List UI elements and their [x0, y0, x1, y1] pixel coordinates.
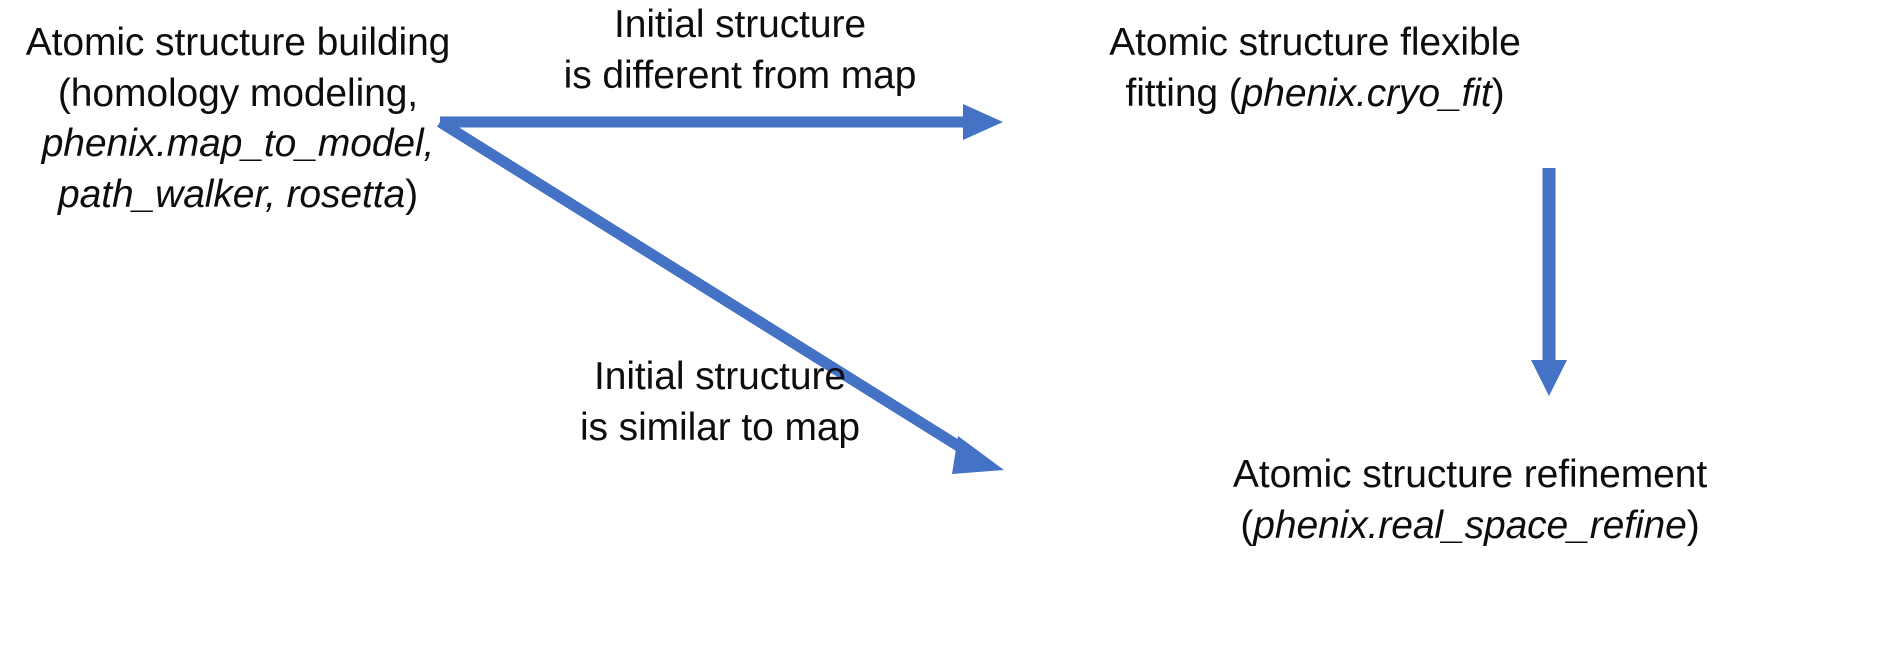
- arrow-fitting-to-refinement: [1531, 168, 1567, 396]
- node-refinement-line2-italic: phenix.real_space_refine: [1253, 503, 1687, 547]
- node-fitting-line2-italic: phenix.cryo_fit: [1241, 71, 1492, 115]
- node-building-line4: path_walker, rosetta: [58, 173, 406, 217]
- arrow-building-to-fitting: [440, 104, 1003, 140]
- node-fitting-line2-pre: fitting (: [1125, 71, 1242, 115]
- node-refinement-line2-pre: (: [1240, 503, 1254, 547]
- node-building-line2: (homology modeling,: [57, 71, 419, 115]
- node-fitting-line1: Atomic structure flexible: [1109, 21, 1521, 64]
- node-fitting-line2-post: ): [1491, 71, 1505, 115]
- edge-label-different-line2: is different from map: [563, 53, 917, 97]
- edge-label-similar-to-map: Initial structure is similar to map: [540, 352, 900, 453]
- edge-label-similar-line2: is similar to map: [579, 405, 861, 449]
- node-atomic-structure-building: Atomic structure building (homology mode…: [8, 18, 468, 221]
- node-refinement-line1: Atomic structure refinement: [1232, 453, 1708, 496]
- edge-label-different-line1: Initial structure: [614, 3, 866, 46]
- node-refinement-line2-post: ): [1686, 503, 1700, 547]
- node-building-line3: phenix.map_to_model,: [41, 122, 435, 166]
- node-atomic-structure-refinement: Atomic structure refinement (phenix.real…: [1060, 450, 1880, 551]
- arrow-building-to-refinement: [437, 117, 1004, 474]
- node-atomic-structure-flexible-fitting: Atomic structure flexible fitting (pheni…: [1080, 18, 1550, 119]
- edge-label-different-from-map: Initial structure is different from map: [540, 0, 940, 101]
- edge-label-similar-line1: Initial structure: [594, 355, 846, 398]
- node-building-line1: Atomic structure building: [25, 21, 451, 64]
- node-building-line4-tail: ): [405, 173, 418, 217]
